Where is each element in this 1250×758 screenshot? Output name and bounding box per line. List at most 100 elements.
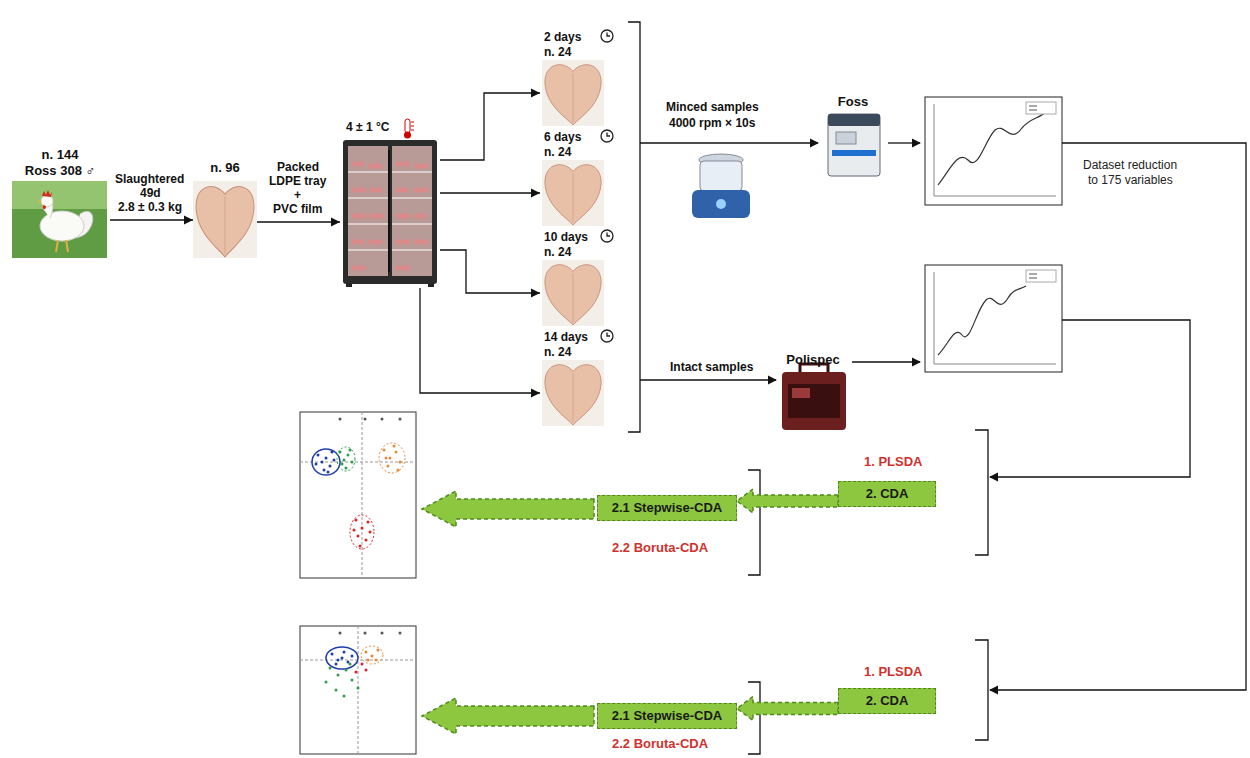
plot-legend-dots: [340, 418, 400, 421]
cluster-ellipse: [337, 447, 355, 471]
node-label: Polispec: [786, 352, 839, 368]
connector: [257, 218, 340, 227]
node-label: 2.1 Stepwise-CDA: [612, 708, 723, 724]
connector: [110, 216, 193, 225]
image-node: 4 ± 1 °C: [340, 118, 440, 288]
cluster-dots: [354, 520, 370, 546]
arrow-head: [531, 389, 540, 398]
connector-line: [440, 192, 540, 193]
method-box: 2.1 Stepwise-CDA: [597, 703, 737, 729]
edge-label: Packed: [276, 160, 320, 174]
connector: [440, 89, 540, 161]
foss-drawer: [836, 132, 856, 144]
chicken-legs: [56, 240, 68, 252]
chicken-comb: [42, 190, 52, 197]
breast-photo: [193, 181, 257, 258]
spectrum-legend-lines: [1029, 106, 1037, 110]
node-label: n. 144: [42, 147, 79, 163]
node-label: 14 days: [544, 330, 588, 345]
cluster-dots: [384, 446, 400, 470]
note-text: Dataset reduction: [1082, 158, 1178, 172]
spectrum-curve: [938, 108, 1050, 185]
polispec-window: [792, 388, 810, 398]
fridge-frame: [343, 140, 437, 284]
breast-photo: [542, 60, 604, 126]
score-plot-frame: [300, 412, 416, 578]
connector-line: [440, 250, 540, 293]
chicken-beak: [37, 200, 41, 203]
breast-photo: [542, 360, 604, 426]
connector: [440, 189, 540, 198]
cluster-dots: [366, 650, 378, 660]
image-node: 2 daysn. 24: [540, 28, 616, 126]
cluster-dots: [316, 452, 334, 472]
connector: [737, 697, 838, 721]
foss-top: [828, 114, 880, 126]
method-box: 2. CDA: [838, 688, 936, 714]
data-flow-line: [990, 320, 1190, 477]
node-label: n. 24: [544, 145, 571, 160]
arrow-head: [531, 289, 540, 298]
node-label: 6 days: [544, 130, 581, 145]
connector-line: [440, 93, 540, 160]
chicken-wattle: [43, 205, 46, 209]
method-label: 2.2 Boruta-CDA: [611, 736, 709, 752]
thermometer-ticks: [411, 122, 414, 130]
chicken-body: [40, 211, 84, 241]
connector-line: [420, 288, 540, 393]
method-label: 1. PLSDA: [863, 664, 924, 680]
step-label: 4000 rpm × 10s: [668, 116, 756, 130]
image-node: n. 96: [193, 158, 257, 261]
bracket: [748, 470, 760, 575]
node-label: 2. CDA: [866, 693, 909, 709]
bracket: [975, 640, 988, 740]
node-label: n. 96: [210, 160, 240, 176]
arrow-head: [184, 216, 193, 225]
thermometer-bulb: [404, 132, 411, 139]
method-box: 2.1 Stepwise-CDA: [597, 495, 737, 521]
edge-note: 49d: [139, 186, 162, 200]
node-label: n. 24: [544, 245, 571, 260]
image-node: Foss: [820, 92, 886, 178]
node-label: Foss: [838, 94, 868, 110]
clock-icon: [601, 230, 613, 242]
node-label: Ross 308 ♂: [25, 163, 95, 179]
cluster-dots: [326, 664, 358, 696]
method-label: 1. PLSDA: [863, 454, 924, 470]
node-label: 10 days: [544, 230, 588, 245]
node-label: n. 24: [544, 45, 571, 60]
data-flow-line: [990, 143, 1246, 690]
edge-note: 2.8 ± 0.3 kg: [117, 200, 183, 214]
fridge-divider: [388, 150, 390, 272]
clock-icon: [601, 130, 613, 142]
node-label: n. 24: [544, 345, 571, 360]
cluster-dots: [340, 450, 352, 468]
spectrum-panel: [925, 97, 1062, 205]
connector: [420, 288, 540, 398]
background-field: [12, 181, 107, 209]
node-label: 2.1 Stepwise-CDA: [612, 500, 723, 516]
clock-icon: [601, 30, 613, 42]
block-arrow: [737, 697, 838, 721]
cluster-dots: [332, 652, 352, 664]
arrow-line: [640, 379, 776, 380]
result-arrow: [422, 491, 594, 527]
connector-line: [257, 221, 340, 222]
spectrum-panel: [925, 265, 1062, 372]
arrow-head: [331, 218, 340, 227]
foss-body: [828, 114, 880, 176]
polispec-case: [782, 372, 846, 430]
edge-note: PVC film: [272, 202, 323, 216]
breast-photo: [542, 160, 604, 226]
cluster-ellipse: [350, 515, 374, 549]
breast-photo: [542, 260, 604, 326]
note-text: to 175 variables: [1087, 173, 1174, 187]
foss-band: [832, 150, 876, 156]
cluster-dots: [356, 664, 366, 672]
score-plot-frame: [300, 626, 416, 754]
spectrum-axes: [934, 104, 1056, 196]
cluster-ellipse: [312, 449, 340, 475]
image-node: 6 daysn. 24: [540, 128, 616, 226]
step-label: Intact samples: [669, 360, 754, 374]
